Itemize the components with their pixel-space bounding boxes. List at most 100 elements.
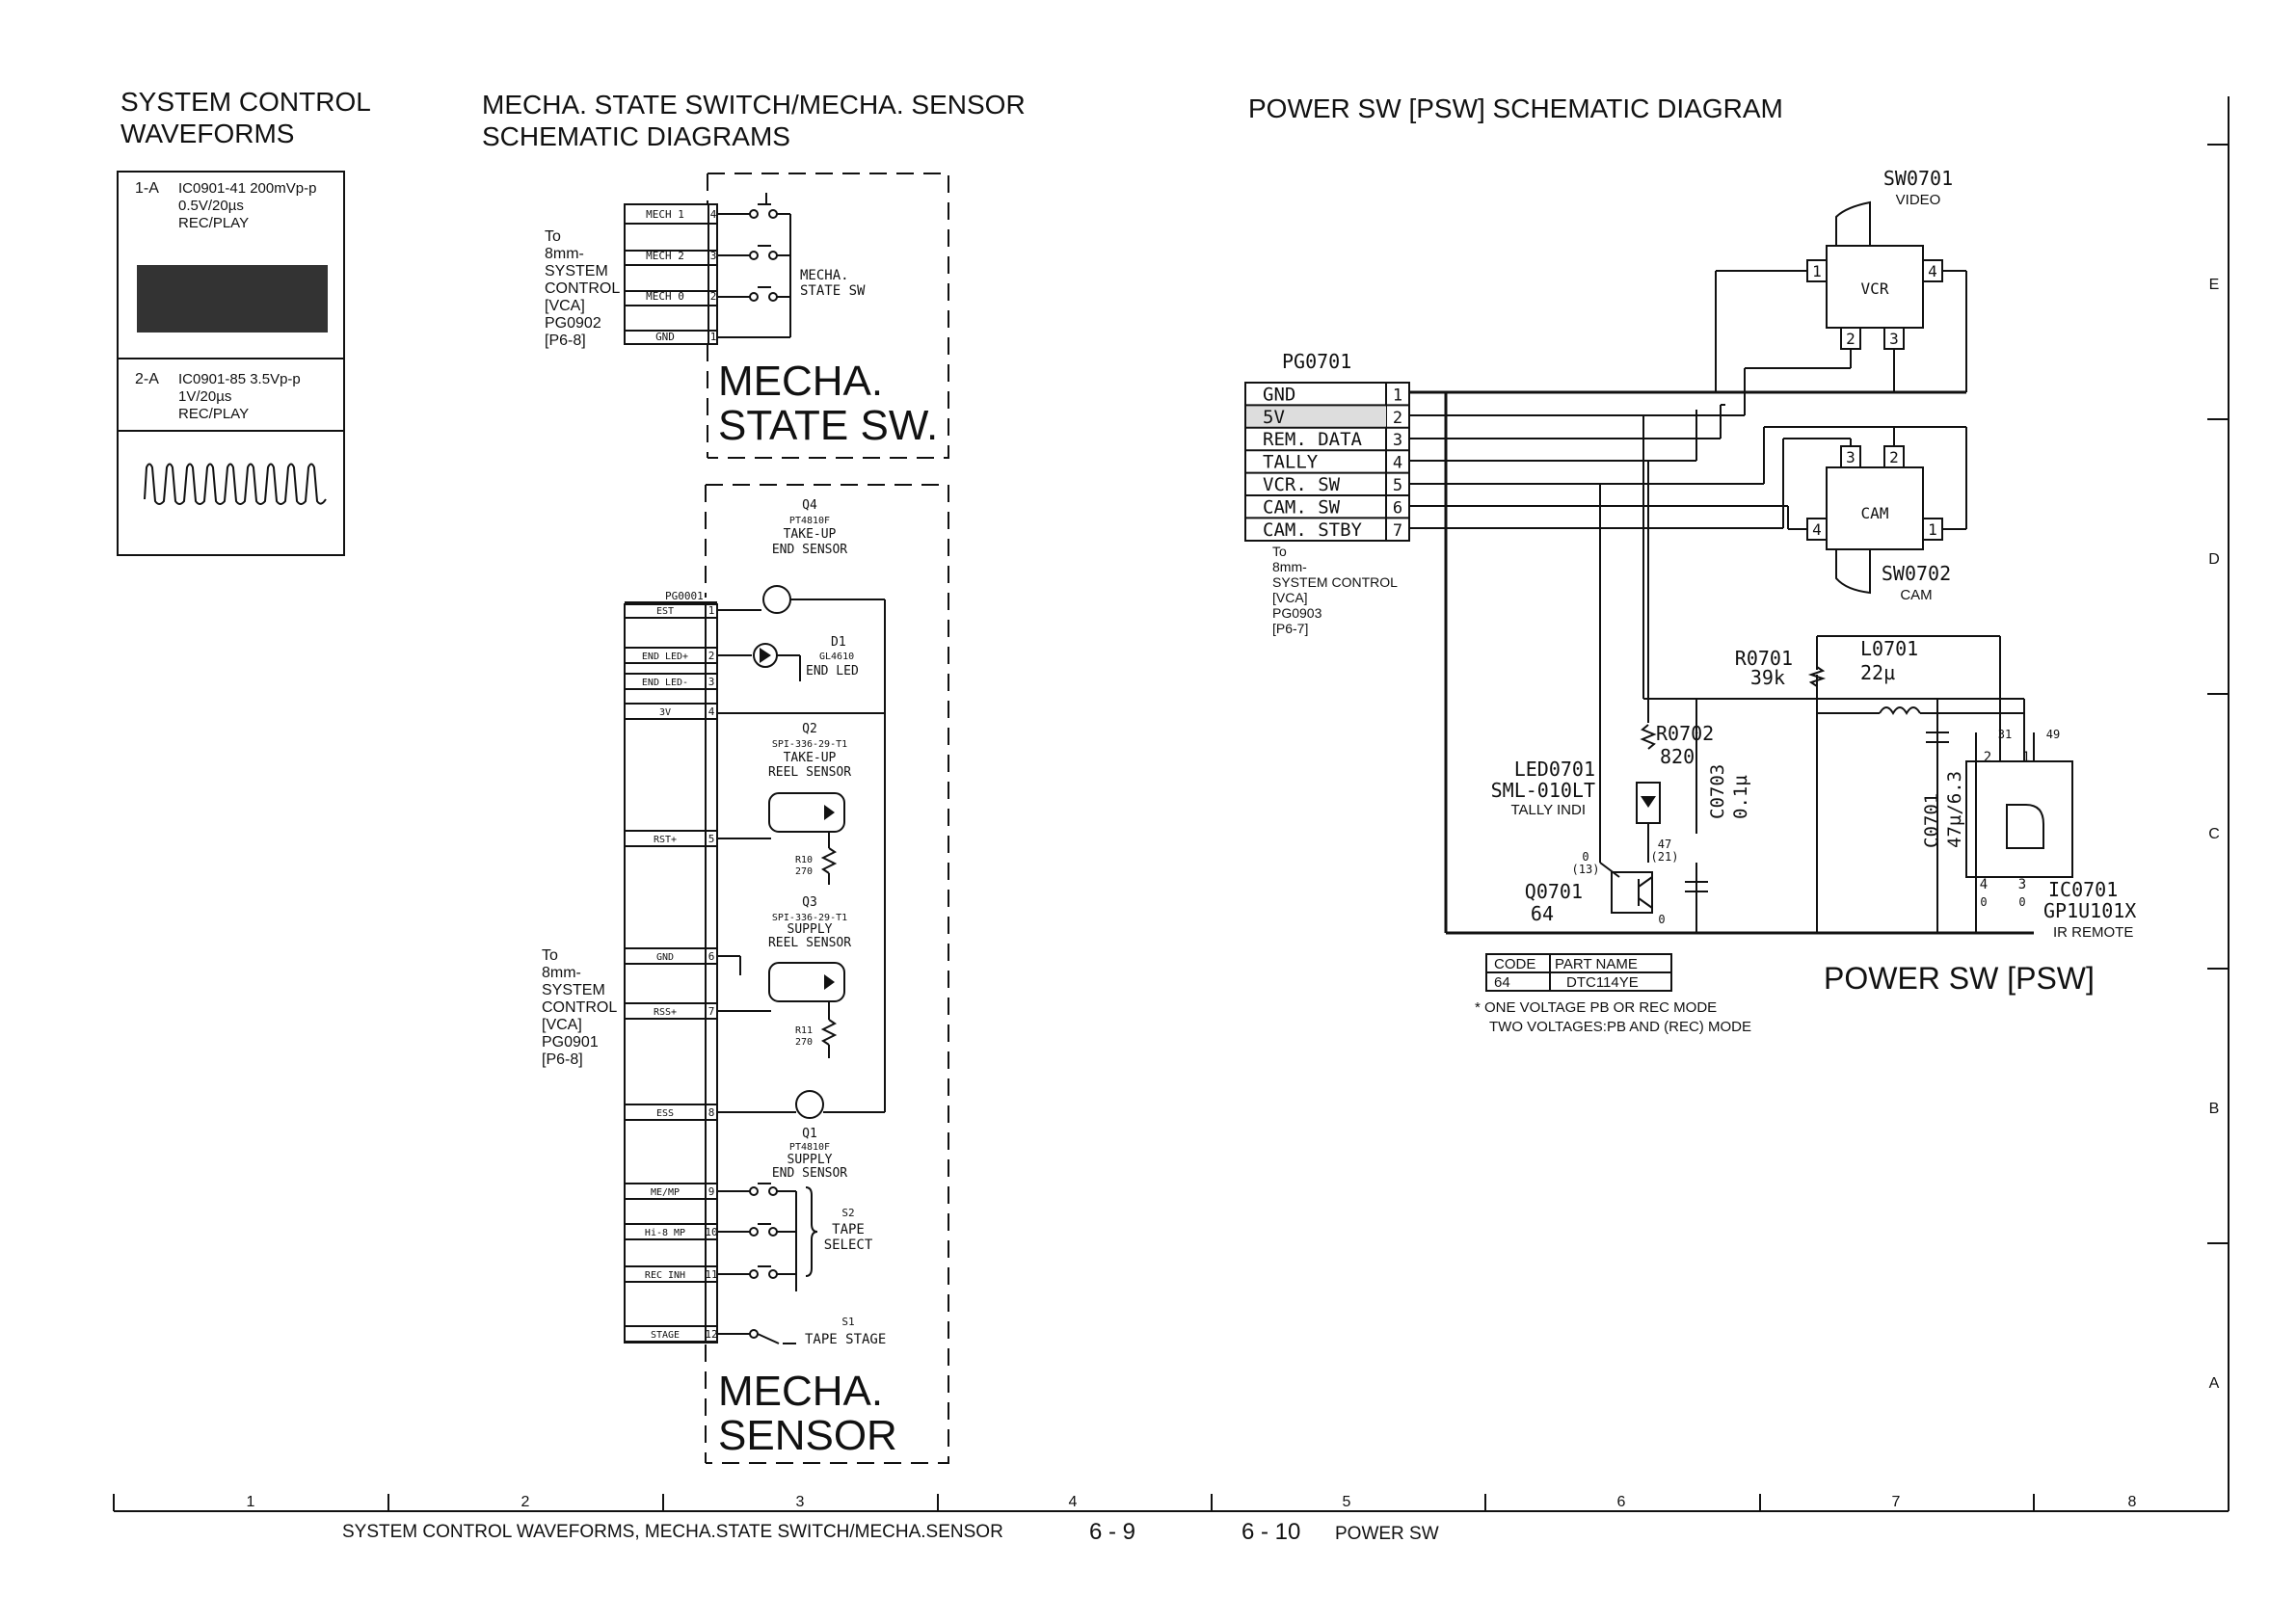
q2-label: SPI-336-29-T1 <box>772 739 847 750</box>
q3-label: SUPPLY <box>788 922 833 937</box>
mecha-sensor-pin-number: 4 <box>708 705 715 718</box>
mecha-sensor-pin-label: RSS+ <box>654 1007 677 1018</box>
mecha-sensor-pin-label: GND <box>656 952 674 963</box>
psw-to-label: PG0903 <box>1272 605 1322 621</box>
wave2-id: 2-A <box>135 371 159 387</box>
c0701-label: C0701 <box>1921 793 1942 848</box>
ic0701-label: IC0701 <box>2048 878 2118 901</box>
l0701-label: 22µ <box>1860 661 1895 684</box>
code-table-header: CODE <box>1494 956 1535 972</box>
d1-label: END LED <box>806 664 859 678</box>
led0701-symbol <box>1636 782 1661 824</box>
grid-row-label: A <box>2209 1375 2220 1392</box>
psw-wiring <box>1409 270 2034 935</box>
mecha-state-to-label: CONTROL <box>545 280 620 297</box>
mecha-state-switch-label: STATE SW <box>800 283 866 299</box>
mecha-sensor-to-label: 8mm- <box>542 965 581 981</box>
c0703-label: C0703 <box>1707 764 1728 819</box>
sw0702-ref: SW0702 <box>1882 562 1951 585</box>
psw-to-label: [P6-7] <box>1272 621 1308 636</box>
waveforms-title-line1: SYSTEM CONTROL <box>120 87 371 117</box>
grid-col-label: 7 <box>1892 1494 1901 1510</box>
mecha-sensor-pin-number: 9 <box>708 1185 715 1198</box>
ic0701-label: GP1U101X <box>2043 899 2136 922</box>
drawing-frame <box>113 96 2229 1512</box>
r10-label: R10 <box>795 855 813 865</box>
code-table-cell: 64 <box>1494 974 1510 991</box>
voltage-annotation: 31 <box>1998 728 2012 741</box>
q1-label: END SENSOR <box>772 1166 847 1181</box>
sw0702-pin: 3 <box>1846 448 1855 466</box>
q4-label: Q4 <box>802 498 817 513</box>
r11-resistor <box>820 1019 838 1046</box>
mecha-title-line2: SCHEMATIC DIAGRAMS <box>482 121 790 151</box>
mecha-sensor-pin-label: Hi-8 MP <box>645 1228 685 1238</box>
q3-label: SPI-336-29-T1 <box>772 913 847 923</box>
pg0701-pin-number: 5 <box>1393 476 1402 495</box>
mecha-sensor-pin-label: 3V <box>659 707 671 718</box>
sw0702-name: CAM <box>1900 587 1932 603</box>
pg0701-ref: PG0701 <box>1282 350 1351 373</box>
s2-label: TAPE <box>832 1222 865 1237</box>
mecha-sensor-pin-label: ME/MP <box>651 1187 680 1198</box>
pg0701-pin-number: 2 <box>1393 409 1402 428</box>
mecha-sensor-to-label: To <box>542 947 558 964</box>
wave2-line2: 1V/20µs <box>178 388 231 405</box>
s1-label: TAPE STAGE <box>805 1332 886 1347</box>
pg0701-pin-number: 1 <box>1393 386 1402 405</box>
footer-left-title: SYSTEM CONTROL WAVEFORMS, MECHA.STATE SW… <box>342 1522 1003 1542</box>
r10-resistor <box>820 847 838 874</box>
pg0701-pin-label: CAM. STBY <box>1263 519 1363 541</box>
pg0701-pin-number: 6 <box>1393 498 1402 518</box>
mecha-sensor-pin-number: 3 <box>708 676 715 688</box>
footer-left-page: 6 - 9 <box>1089 1519 1135 1545</box>
mecha-sensor-big-label: SENSOR <box>718 1412 897 1459</box>
wave1-line1: IC0901-41 200mVp-p <box>178 180 316 197</box>
mecha-sensor-pin-label: END LED- <box>642 678 688 688</box>
grid-row-label: C <box>2208 826 2220 842</box>
c0703-label: 0.1µ <box>1730 775 1751 819</box>
mecha-state-to-label: [P6-8] <box>545 333 586 349</box>
ic0701-pin: 2 <box>1984 750 1991 765</box>
mecha-sensor-pin-number: 2 <box>708 650 715 662</box>
mecha-sensor-to-label: [VCA] <box>542 1017 582 1033</box>
r11-label: R11 <box>795 1025 813 1036</box>
voltage-annotation: (13) <box>1572 863 1600 876</box>
mecha-state-big-label: MECHA. <box>718 358 883 405</box>
d1-label: GL4610 <box>819 652 854 662</box>
sw0701-pin: 1 <box>1812 262 1822 280</box>
mecha-state-pin-label: GND <box>655 331 675 343</box>
voltage-annotation: 47 <box>1658 838 1671 851</box>
mecha-state-pin-number: 2 <box>710 290 717 303</box>
voltage-annotation: (21) <box>1651 850 1679 864</box>
pg0701-pin-label: REM. DATA <box>1263 429 1363 450</box>
q0701-label: 64 <box>1531 902 1554 925</box>
voltage-annotation: 0 <box>2018 895 2025 909</box>
wave2-line1: IC0901-85 3.5Vp-p <box>178 371 301 387</box>
voltage-annotation: 3 <box>2018 877 2026 892</box>
q3-label: REEL SENSOR <box>768 936 851 950</box>
mecha-sensor-pin-label: STAGE <box>651 1330 680 1341</box>
sw0701-name: VIDEO <box>1896 192 1941 208</box>
pg0701-pin-label: CAM. SW <box>1263 496 1341 518</box>
mecha-sensor-to-label: [P6-8] <box>542 1051 583 1068</box>
pg0701-pin-label: TALLY <box>1263 452 1319 473</box>
grid-col-label: 3 <box>796 1494 805 1510</box>
q4-label: PT4810F <box>789 516 830 526</box>
mecha-sensor-to-label: SYSTEM <box>542 982 605 998</box>
pg0701-pin-number: 3 <box>1393 431 1402 450</box>
mecha-sensor-pin-number: 5 <box>708 833 715 845</box>
mecha-sensor-pin-label: REC INH <box>645 1270 685 1281</box>
ic0701-lens <box>2006 804 2044 849</box>
mecha-title-line1: MECHA. STATE SWITCH/MECHA. SENSOR <box>482 90 1026 120</box>
pg0701-pin-label: VCR. SW <box>1263 474 1341 495</box>
mecha-sensor-connector-ref: PG0001 <box>665 590 704 602</box>
grid-col-label: 4 <box>1069 1494 1078 1510</box>
r0701-label: R0701 <box>1735 647 1793 670</box>
s2-label: S2 <box>841 1207 854 1219</box>
l0701-label: L0701 <box>1860 637 1918 660</box>
wave2-trace <box>144 463 327 505</box>
